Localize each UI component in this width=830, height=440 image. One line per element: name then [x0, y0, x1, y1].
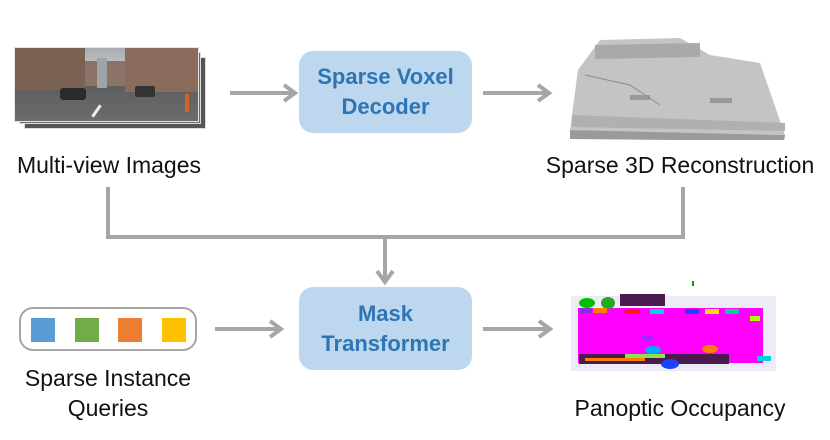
multiview-images-icon — [14, 47, 206, 129]
mask-label-line2: Transformer — [321, 330, 450, 356]
panoptic-occupancy-label: Panoptic Occupancy — [574, 395, 786, 421]
instance-queries-container — [19, 307, 197, 351]
queries-label-line2: Queries — [67, 395, 149, 421]
decoder-label-line1: Sparse Voxel — [317, 64, 454, 89]
arrowhead-merge-to-mask — [375, 269, 395, 286]
car — [135, 86, 155, 97]
arrowhead-mask-to-panoptic — [537, 319, 554, 339]
query-token-green — [75, 318, 99, 342]
cone — [185, 94, 189, 112]
panoptic-occupancy-icon — [571, 281, 776, 371]
arrowhead-queries-to-mask — [268, 319, 285, 339]
sparse-3d-reconstruction-label: Sparse 3D Reconstruction — [545, 152, 815, 178]
arrowhead-decoder-to-recon — [536, 83, 553, 103]
merge-bracket — [106, 187, 685, 239]
building-left — [15, 48, 85, 90]
query-token-yellow — [162, 318, 186, 342]
arrowhead-images-to-decoder — [282, 83, 299, 103]
street-photo — [14, 47, 199, 122]
tower — [97, 58, 107, 88]
mask-label-line1: Mask — [357, 300, 414, 326]
queries-label-line1: Sparse Instance — [24, 365, 192, 391]
sparse-instance-queries-label: Sparse Instance Queries — [8, 364, 208, 422]
sparse-voxel-decoder-block: Sparse Voxel Decoder — [299, 51, 472, 133]
car — [60, 88, 86, 100]
voxel-reconstruction-icon — [570, 38, 785, 140]
building-right — [125, 48, 198, 92]
road-marking — [91, 104, 102, 118]
query-token-orange — [118, 318, 142, 342]
multiview-images-label: Multi-view Images — [16, 152, 202, 178]
query-token-blue — [31, 318, 55, 342]
decoder-label-line2: Decoder — [341, 94, 430, 119]
mask-transformer-block: Mask Transformer — [299, 287, 472, 370]
